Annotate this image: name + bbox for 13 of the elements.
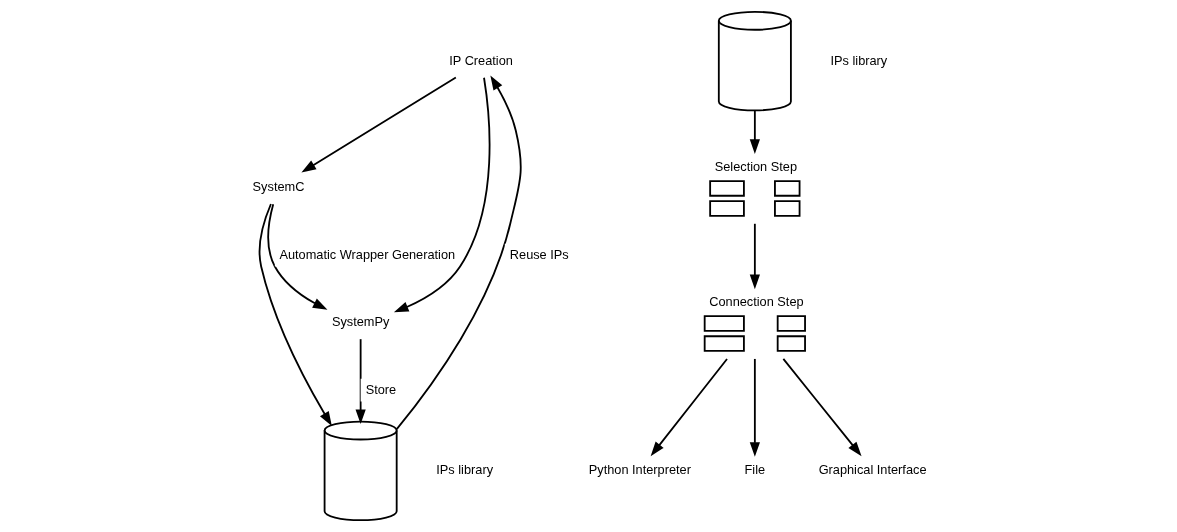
edge-label: Automatic Wrapper Generation [278,246,455,262]
node-text: Python Interpreter [588,462,691,478]
edge-label: Store [365,381,396,397]
node-text: SystemC [252,178,304,194]
node-text: Graphical Interface [818,462,927,478]
node-text: SystemPy [331,313,389,329]
node-text: File [744,462,765,478]
node-label: IPs library [830,52,887,68]
node-label: Connection Step [708,294,804,310]
node-label: IPs library [435,462,493,478]
node-text: IP Creation [448,52,513,68]
node-label: Selection Step [714,159,797,175]
edge-label: Reuse IPs [509,246,569,262]
